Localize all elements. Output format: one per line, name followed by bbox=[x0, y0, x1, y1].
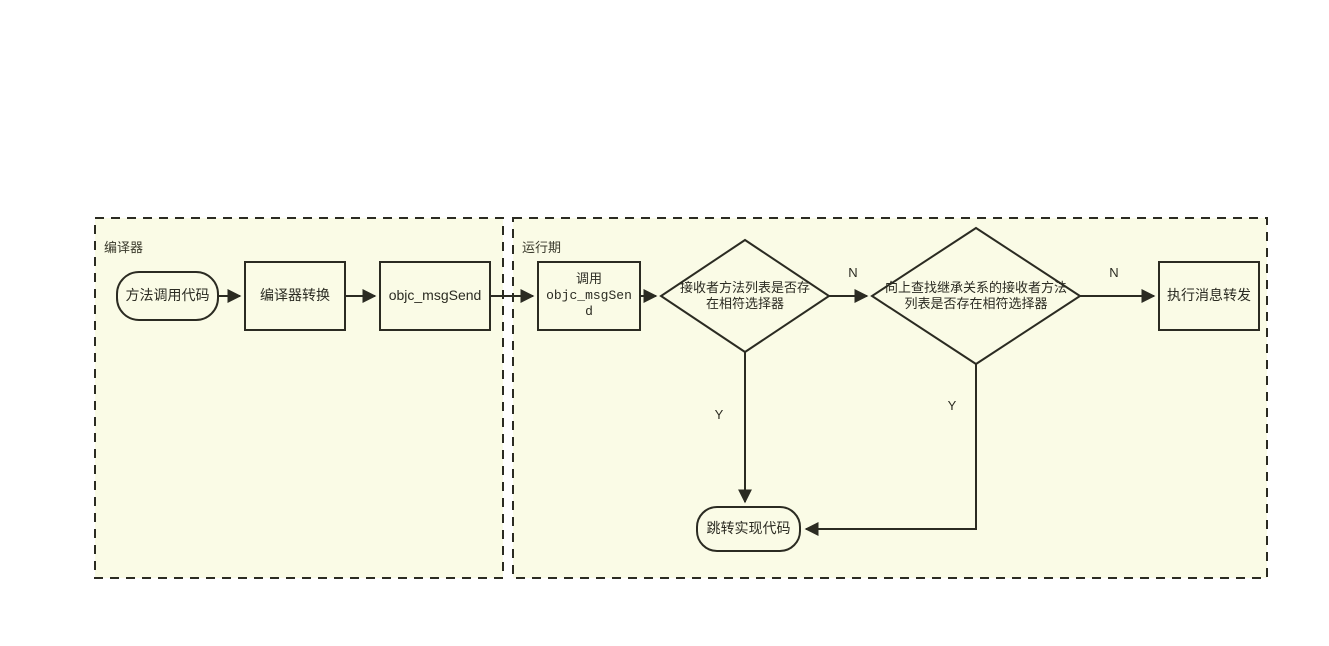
node-message-forwarding[interactable] bbox=[1158, 261, 1260, 331]
node-compiler-transform[interactable] bbox=[244, 261, 346, 331]
node-jump-to-implementation[interactable] bbox=[696, 506, 801, 552]
edge-superclass-check-y-to-jump bbox=[804, 364, 977, 536]
node-call-objc-msgsend[interactable] bbox=[537, 261, 641, 331]
node-objc-msgsend[interactable] bbox=[379, 261, 491, 331]
node-method-call-code[interactable] bbox=[116, 271, 219, 321]
